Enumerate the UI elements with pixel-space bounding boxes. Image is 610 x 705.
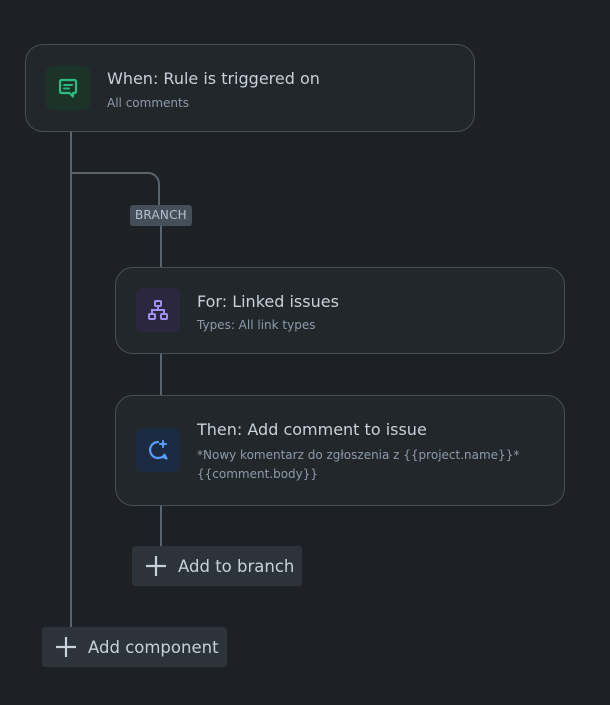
plus-icon: [146, 556, 166, 576]
add-to-branch-button[interactable]: Add to branch: [132, 546, 302, 586]
branch-card[interactable]: For: Linked issues Types: All link types: [115, 267, 565, 354]
trigger-icon-box: [46, 66, 90, 110]
branch-badge: BRANCH: [130, 205, 192, 226]
comment-trigger-icon: [58, 78, 78, 98]
action-card[interactable]: Then: Add comment to issue *Nowy komenta…: [115, 395, 565, 506]
add-component-label: Add component: [88, 637, 219, 657]
main-connector: [70, 131, 72, 628]
branch-connector-down: [160, 210, 162, 268]
branch-title: For: Linked issues: [197, 292, 339, 311]
trigger-subtitle: All comments: [107, 96, 189, 110]
trigger-card[interactable]: When: Rule is triggered on All comments: [25, 44, 475, 132]
branch-connector-end: [160, 504, 162, 546]
plus-icon: [56, 637, 76, 657]
add-comment-icon: [149, 440, 168, 460]
action-subtitle-line2: {{comment.body}}: [197, 467, 319, 481]
action-subtitle-line1: *Nowy komentarz do zgłoszenia z {{projec…: [197, 448, 520, 462]
action-title: Then: Add comment to issue: [197, 420, 427, 439]
add-component-button[interactable]: Add component: [42, 627, 227, 667]
trigger-title: When: Rule is triggered on: [107, 69, 320, 88]
branch-connector-mid: [160, 352, 162, 396]
add-to-branch-label: Add to branch: [178, 556, 295, 576]
hierarchy-icon: [148, 300, 168, 320]
branch-icon-box: [136, 288, 180, 332]
branch-subtitle: Types: All link types: [197, 318, 316, 332]
branch-connector: [70, 172, 160, 212]
action-icon-box: [136, 428, 180, 472]
